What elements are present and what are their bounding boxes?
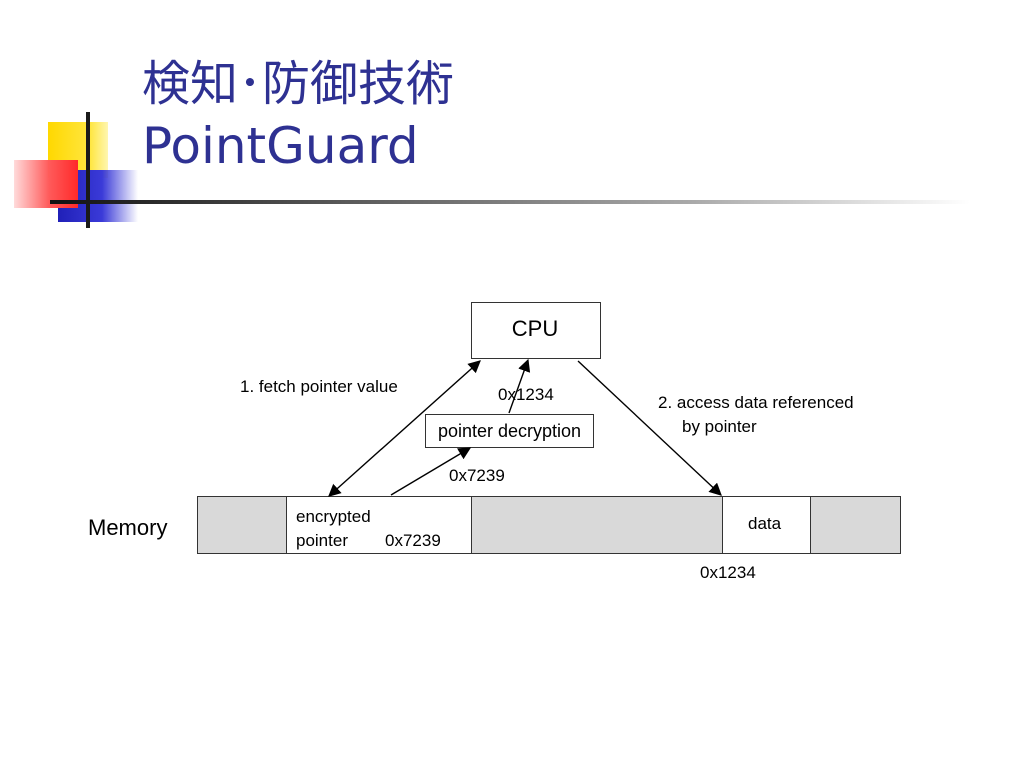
step2-label-line1: 2. access data referenced	[658, 393, 854, 412]
cpu-label: CPU	[511, 316, 559, 341]
slide-title-line1: 検知･防御技術	[142, 56, 455, 112]
encrypted-pointer-label-line2: pointer	[296, 531, 348, 550]
decor-vertical-line	[86, 112, 90, 228]
encrypted-pointer-address: 0x7239	[385, 531, 441, 550]
step2-label-line2: by pointer	[682, 417, 757, 436]
memory-label: Memory	[88, 515, 168, 540]
title-underline	[50, 200, 970, 204]
memory-cell-data	[723, 497, 811, 553]
memory-cell	[472, 497, 723, 553]
cpu-box	[471, 302, 601, 359]
data-cell-label: data	[748, 514, 782, 533]
arrow-decryption-to-cpu	[508, 358, 531, 414]
memory-strip	[197, 496, 901, 554]
memory-cell	[811, 497, 900, 553]
memory-cell	[198, 497, 287, 553]
data-address-label: 0x1234	[700, 563, 756, 582]
arrow-fetch-pointer	[328, 360, 481, 497]
step1-label: 1. fetch pointer value	[240, 377, 398, 396]
encrypted-value-label: 0x7239	[449, 466, 505, 485]
encrypted-pointer-label-line1: encrypted	[296, 507, 371, 526]
arrow-access-data	[577, 360, 722, 496]
slide-title: 検知･防御技術 PointGuard	[142, 54, 454, 178]
memory-cell-encrypted-pointer	[287, 497, 472, 553]
decrypted-value-label: 0x1234	[498, 385, 554, 404]
slide-title-line2: PointGuard	[142, 117, 419, 175]
arrow-to-decryption	[390, 447, 472, 496]
